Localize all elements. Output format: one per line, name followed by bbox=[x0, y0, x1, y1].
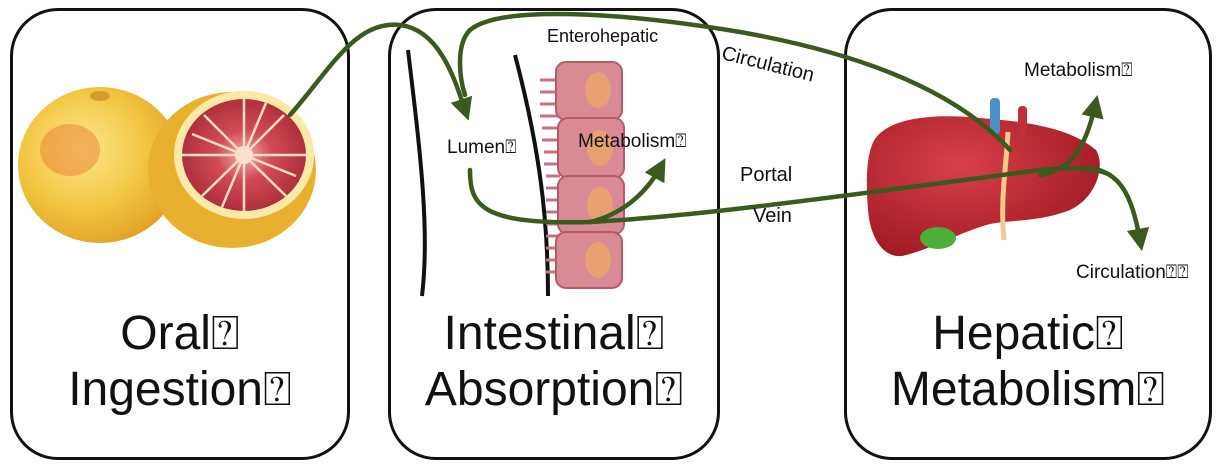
oral-title-line2: Ingestion⍰ bbox=[10, 362, 350, 418]
vein-label: Vein bbox=[753, 205, 792, 228]
oral-ingestion-title: Oral⍰ Ingestion⍰ bbox=[10, 306, 350, 418]
arrow-portal-to-circulation bbox=[1090, 168, 1140, 240]
intestinal-title-line2: Absorption⍰ bbox=[388, 362, 720, 418]
lumen-label: Lumen⍰ bbox=[447, 137, 517, 159]
hepatic-title-line2: Metabolism⍰ bbox=[844, 362, 1212, 418]
oral-title-line1: Oral⍰ bbox=[10, 306, 350, 362]
intestine-wall-left bbox=[408, 50, 425, 296]
enterohepatic-label: Enterohepatic bbox=[547, 26, 658, 47]
hepatic-title-line1: Hepatic⍰ bbox=[844, 306, 1212, 362]
intestinal-title-line1: Intestinal⍰ bbox=[388, 306, 720, 362]
arrow-ingestion-to-lumen bbox=[290, 25, 465, 115]
liver-metabolism-label: Metabolism⍰ bbox=[1024, 60, 1133, 82]
systemic-circulation-label: Circulation⍰⍰ bbox=[1076, 262, 1189, 284]
gut-metabolism-label: Metabolism⍰ bbox=[578, 131, 687, 153]
enterocyte-cells-icon bbox=[540, 62, 624, 288]
intestinal-absorption-title: Intestinal⍰ Absorption⍰ bbox=[388, 306, 720, 418]
portal-label: Portal bbox=[740, 164, 792, 187]
hepatic-metabolism-title: Hepatic⍰ Metabolism⍰ bbox=[844, 306, 1212, 418]
